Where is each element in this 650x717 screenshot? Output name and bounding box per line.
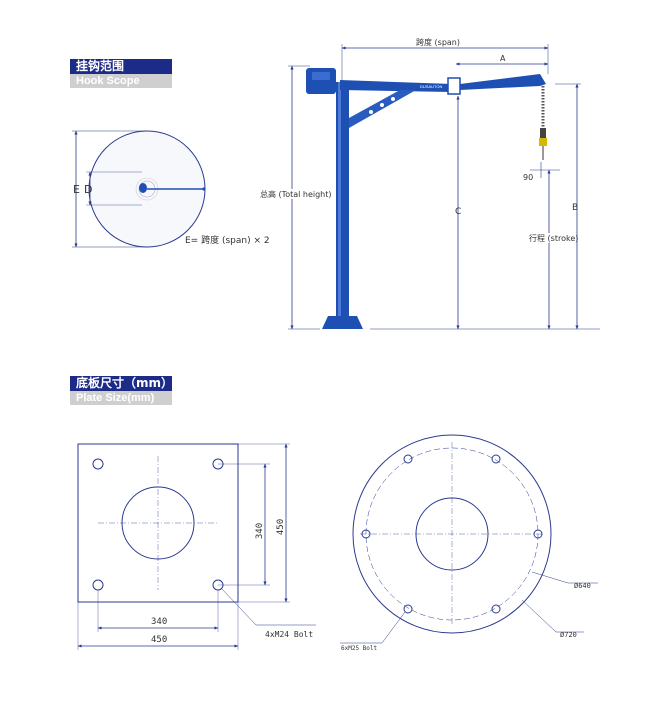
hook-scope-title-cn: 挂钩范围 [70,59,172,74]
dim-450-v: 450 [276,519,286,535]
crane-base-flange [322,316,363,329]
dia-640-label: Ø640 [574,582,591,590]
crane-motor-housing [306,68,336,94]
total-height-label-bg [258,189,328,199]
jib-arm [340,80,452,92]
hook-scope-title-en: Hook Scope [70,74,172,88]
dia-720-leader [521,599,557,633]
plate-size-title-cn: 底板尺寸（mm） [70,376,173,391]
bolt-hole [92,458,104,470]
bolt-hole [403,454,413,464]
stroke-label: 行程 (stroke) [529,233,578,243]
bolt-hole [491,604,501,614]
label-c: C [455,207,461,217]
column-highlight [338,82,341,322]
label-d: D [84,183,92,196]
dim-90-label: 90 [523,173,533,182]
round-bolt-label: 6xM25 Bolt [341,645,378,652]
square-bolt-label: 4xM24 Bolt [265,630,313,639]
tool-body [540,128,546,138]
bolt-hole [533,529,543,539]
dia-720-label: Ø720 [560,631,577,639]
dim-450-h: 450 [151,635,167,645]
tool-head [539,138,547,146]
span-formula: E= 跨度 (span) × 2 [185,234,270,246]
label-a: A [500,54,506,63]
dim-340-v: 340 [255,523,265,539]
brace-hole-1 [369,110,373,114]
hook-point [202,187,206,191]
label-b: B [572,203,578,213]
dia-640-leader [531,571,569,584]
motor-cover [312,72,330,80]
bolt-leader [221,588,257,626]
square-plate-diagram: 340 450 340 450 4xM24 Bolt [77,443,316,650]
bolt-hole [403,604,413,614]
stroke-label-bg [528,233,572,243]
brace-hole-2 [380,103,384,107]
elbow-joint [447,77,461,95]
jib-brace [349,90,416,128]
round-plate-diagram: Ø640 Ø720 6xM25 Bolt [340,434,598,652]
bolt-hole [491,454,501,464]
total-height-label: 总高 (Total height) [260,189,332,199]
crane-elevation-diagram: 跨度 (span) A 总高 (Total height) C B 行程 (st… [258,37,600,330]
crane-column [336,82,349,322]
bolt-hole [361,529,371,539]
plate-size-title-en: Plate Size(mm) [70,391,172,405]
label-e: E [73,183,80,196]
brace-hole-3 [391,97,395,101]
plate-size-header: 底板尺寸（mm） Plate Size(mm) [70,376,173,405]
span-label: 跨度 (span) [416,37,460,47]
hook-scope-diagram: E D E= 跨度 (span) × 2 [72,130,270,248]
dim-340-h: 340 [151,617,167,627]
column-top-icon [139,183,147,193]
hook-scope-header: 挂钩范围 Hook Scope [70,59,172,88]
outer-arm [460,74,546,90]
crane-brand: DUSAUTON [420,84,442,89]
round-bolt-leader [381,611,406,644]
